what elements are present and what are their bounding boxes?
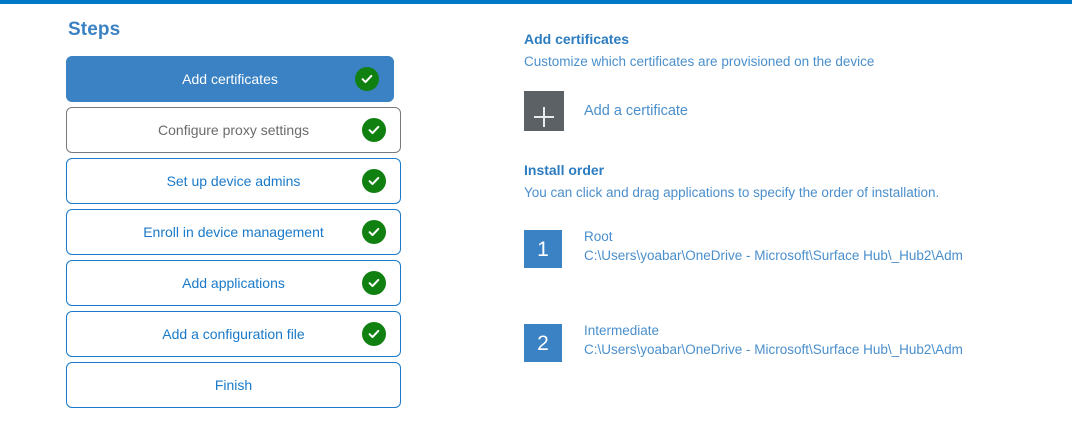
step-button-2[interactable]: Set up device admins bbox=[66, 158, 401, 204]
install-order-subtitle: You can click and drag applications to s… bbox=[524, 185, 940, 200]
add-certificates-title: Add certificates bbox=[524, 31, 630, 47]
step-button-1[interactable]: Configure proxy settings bbox=[66, 107, 401, 153]
install-order-path: C:\Users\yoabar\OneDrive - Microsoft\Sur… bbox=[584, 342, 963, 357]
add-certificates-subtitle: Customize which certificates are provisi… bbox=[524, 54, 875, 69]
install-order-number: 2 bbox=[524, 324, 562, 362]
add-a-certificate-label: Add a certificate bbox=[584, 103, 688, 119]
install-order-path: C:\Users\yoabar\OneDrive - Microsoft\Sur… bbox=[584, 248, 963, 263]
step-label: Add certificates bbox=[182, 71, 278, 87]
plus-icon bbox=[524, 91, 564, 131]
step-button-4[interactable]: Add applications bbox=[66, 260, 401, 306]
content-panel: Add certificates Customize which certifi… bbox=[524, 30, 1044, 418]
add-a-certificate-button[interactable]: Add a certificate bbox=[524, 91, 688, 131]
install-order-name: Intermediate bbox=[584, 323, 660, 338]
steps-title: Steps bbox=[68, 19, 121, 40]
step-button-6[interactable]: Finish bbox=[66, 362, 401, 408]
step-button-5[interactable]: Add a configuration file bbox=[66, 311, 401, 357]
check-circle-icon bbox=[362, 271, 386, 295]
install-order-number: 1 bbox=[524, 230, 562, 268]
install-order-section: Install order You can click and drag app… bbox=[524, 161, 1044, 362]
check-circle-icon bbox=[355, 67, 379, 91]
step-label: Finish bbox=[214, 377, 253, 393]
check-circle-icon bbox=[362, 118, 386, 142]
step-label: Set up device admins bbox=[166, 173, 301, 189]
top-accent-bar bbox=[0, 0, 1072, 4]
install-order-name: Root bbox=[584, 229, 613, 244]
install-order-title: Install order bbox=[524, 162, 605, 178]
check-circle-icon bbox=[362, 220, 386, 244]
check-circle-icon bbox=[362, 322, 386, 346]
step-label: Enroll in device management bbox=[143, 224, 324, 240]
step-button-0[interactable]: Add certificates bbox=[66, 56, 394, 102]
step-label: Add a configuration file bbox=[162, 326, 305, 342]
step-label: Add applications bbox=[182, 275, 285, 291]
add-certificates-section: Add certificates Customize which certifi… bbox=[524, 30, 1044, 131]
step-label: Configure proxy settings bbox=[158, 122, 309, 138]
step-button-3[interactable]: Enroll in device management bbox=[66, 209, 401, 255]
check-circle-icon bbox=[362, 169, 386, 193]
